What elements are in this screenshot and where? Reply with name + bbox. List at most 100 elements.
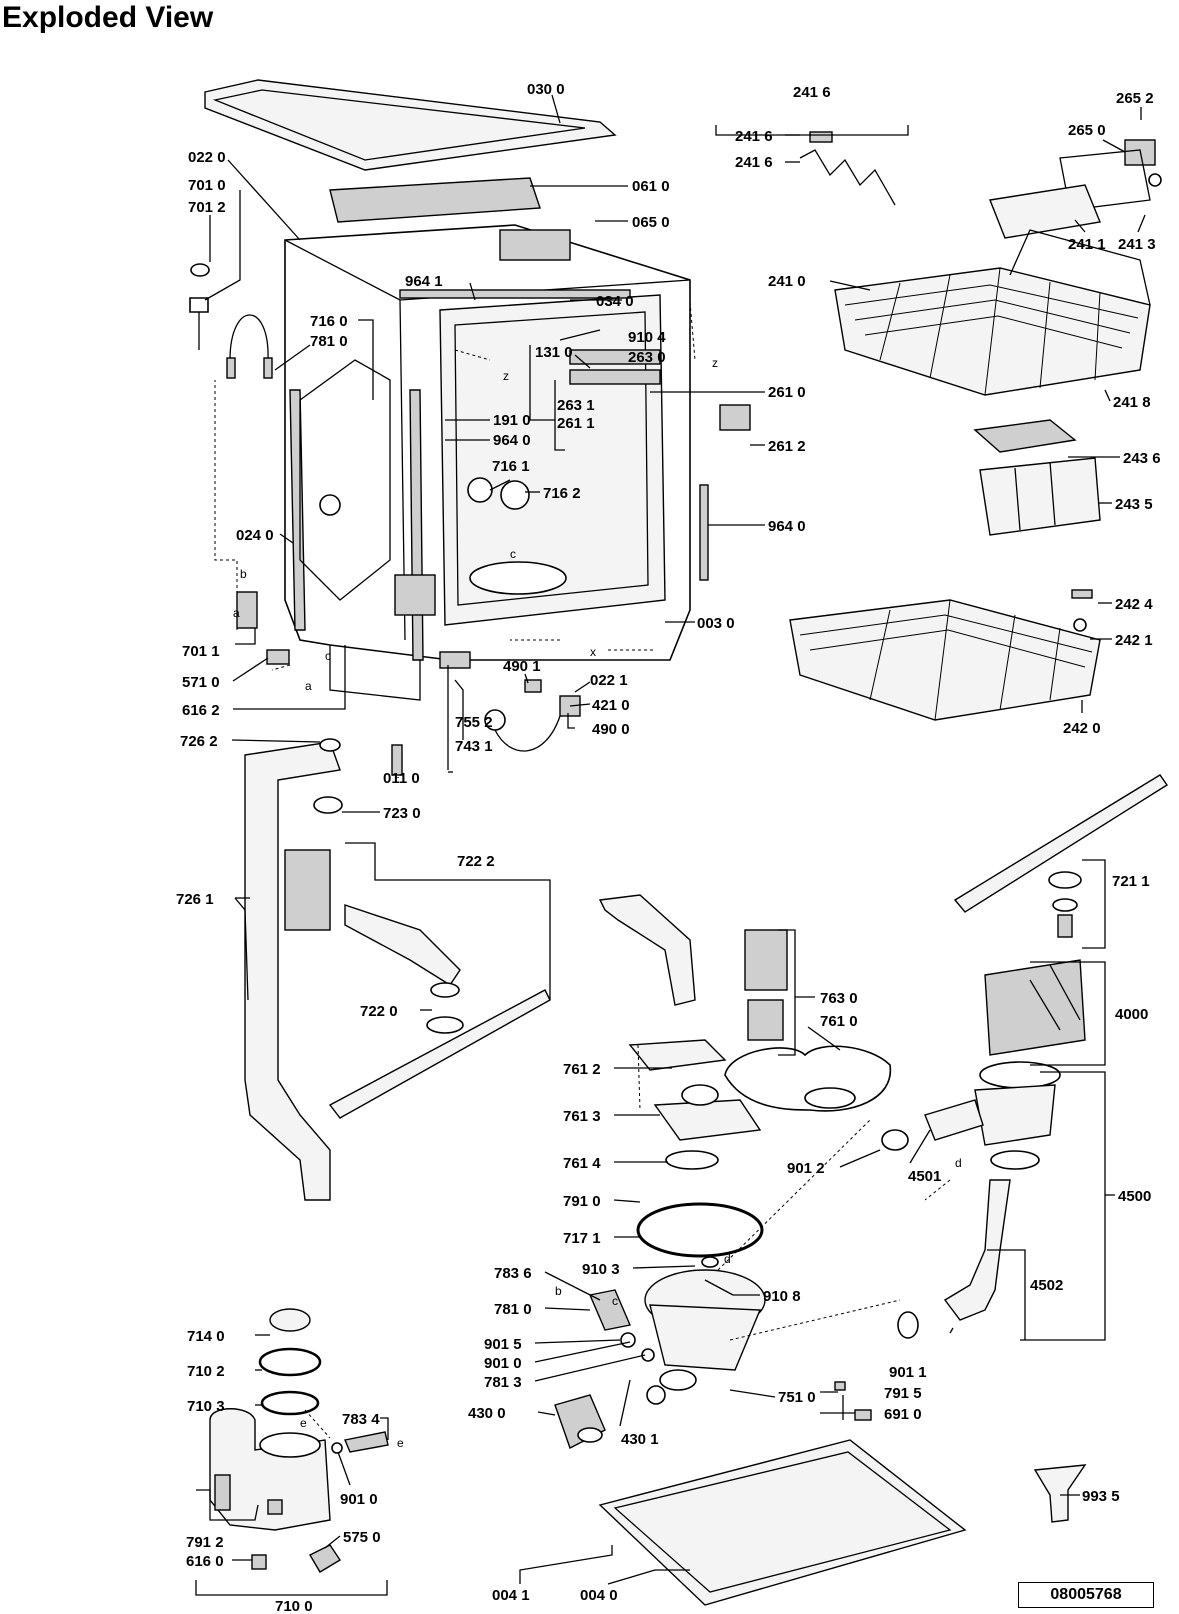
callout-241-8: 241 8 [1113, 394, 1151, 411]
callout-722-0: 722 0 [360, 1003, 398, 1020]
callout-265-2: 265 2 [1116, 90, 1154, 107]
callout-726-1: 726 1 [176, 891, 214, 908]
upper-spray-arm [953, 774, 1168, 938]
letter-c-1: c [510, 547, 516, 561]
callout-901-0-sump: 901 0 [484, 1355, 522, 1372]
callout-714-0: 714 0 [187, 1328, 225, 1345]
callout-421-0: 421 0 [592, 697, 630, 714]
callout-571-0: 571 0 [182, 674, 220, 691]
callout-004-1: 004 1 [492, 1587, 530, 1604]
callout-723-0: 723 0 [383, 805, 421, 822]
callout-761-4: 761 4 [563, 1155, 601, 1172]
callout-030-0: 030 0 [527, 81, 565, 98]
callout-755-2: 755 2 [455, 714, 493, 731]
document-id-box: 08005768 [1018, 1582, 1154, 1608]
callout-701-0: 701 0 [188, 177, 226, 194]
letter-z-2: z [712, 356, 718, 370]
callout-490-1: 490 1 [503, 658, 541, 675]
callout-242-4: 242 4 [1115, 596, 1153, 613]
callout-131-0: 131 0 [535, 344, 573, 361]
callout-4000: 4000 [1115, 1006, 1148, 1023]
callout-901-5: 901 5 [484, 1336, 522, 1353]
callout-763-0: 763 0 [820, 990, 858, 1007]
callout-791-2: 791 2 [186, 1534, 224, 1551]
worktop-part [204, 79, 617, 171]
callout-701-2: 701 2 [188, 199, 226, 216]
callout-263-1: 263 1 [557, 397, 595, 414]
top-insulation-part [329, 177, 541, 223]
water-softener [209, 1308, 389, 1573]
callout-743-1: 743 1 [455, 738, 493, 755]
callout-labels: 030 0 022 0 701 0 701 2 061 0 065 0 964 … [176, 81, 1161, 1614]
callout-791-0: 791 0 [563, 1193, 601, 1210]
callout-710-3: 710 3 [187, 1398, 225, 1415]
cutlery-rail-parts [799, 131, 1162, 239]
callout-901-2: 901 2 [787, 1160, 825, 1177]
letter-d-2: d [724, 1252, 731, 1266]
callout-003-0: 003 0 [697, 615, 735, 632]
callout-781-0: 781 0 [310, 333, 348, 350]
callout-430-1: 430 1 [621, 1431, 659, 1448]
callout-761-0: 761 0 [820, 1013, 858, 1030]
callout-791-5: 791 5 [884, 1385, 922, 1402]
callout-751-0: 751 0 [778, 1389, 816, 1406]
door-hinges [834, 1381, 872, 1421]
leader-lines [195, 94, 1146, 1596]
callout-430-0: 430 0 [468, 1405, 506, 1422]
callout-710-0: 710 0 [275, 1598, 313, 1614]
letter-e-2: e [397, 1436, 404, 1450]
callout-993-5: 993 5 [1082, 1488, 1120, 1505]
callout-242-0: 242 0 [1063, 720, 1101, 737]
callout-716-0: 716 0 [310, 313, 348, 330]
drain-funnel [1033, 1464, 1087, 1523]
upper-basket [834, 229, 1151, 396]
callout-783-4: 783 4 [342, 1411, 380, 1428]
callout-263-0: 263 0 [628, 349, 666, 366]
callout-761-2: 761 2 [563, 1061, 601, 1078]
callout-783-6: 783 6 [494, 1265, 532, 1282]
callout-722-2: 722 2 [457, 853, 495, 870]
letter-c-2: c [325, 649, 331, 663]
page-title: Exploded View [2, 1, 214, 34]
callout-781-3: 781 3 [484, 1374, 522, 1391]
lower-basket [789, 589, 1101, 721]
callout-616-2: 616 2 [182, 702, 220, 719]
callout-061-0: 061 0 [632, 178, 670, 195]
callout-717-1: 717 1 [563, 1230, 601, 1247]
callout-701-1: 701 1 [182, 643, 220, 660]
callout-616-0: 616 0 [186, 1553, 224, 1570]
callout-710-2: 710 2 [187, 1363, 225, 1380]
letter-d-1: d [955, 1156, 962, 1170]
callout-910-4: 910 4 [628, 329, 666, 346]
callout-242-1: 242 1 [1115, 632, 1153, 649]
cutlery-basket [973, 419, 1101, 536]
callout-716-1: 716 1 [492, 458, 530, 475]
sump-assembly [554, 1269, 766, 1449]
callout-901-0-softener: 901 0 [340, 1491, 378, 1508]
spray-pipe-left [244, 738, 343, 1201]
connection-letters: z z c x b a a c b c d d e e [233, 356, 962, 1450]
letter-a-2: a [305, 679, 312, 693]
callout-964-1: 964 1 [405, 273, 443, 290]
callout-4500: 4500 [1118, 1188, 1151, 1205]
callout-781-0-lower: 781 0 [494, 1301, 532, 1318]
callout-191-0: 191 0 [493, 412, 531, 429]
callout-261-2: 261 2 [768, 438, 806, 455]
callout-024-0: 024 0 [236, 527, 274, 544]
letter-e-1: e [300, 1416, 307, 1430]
callout-721-1: 721 1 [1112, 873, 1150, 890]
callout-901-1: 901 1 [889, 1364, 927, 1381]
callout-261-0: 261 0 [768, 384, 806, 401]
lower-spray-arm [328, 904, 551, 1119]
callout-964-0-side: 964 0 [768, 518, 806, 535]
callout-065-0: 065 0 [632, 214, 670, 231]
callout-034-0: 034 0 [596, 293, 634, 310]
filter-parts [598, 894, 892, 1268]
valve-parts [484, 679, 581, 752]
callout-241-0: 241 0 [768, 273, 806, 290]
callout-964-0-inner: 964 0 [493, 432, 531, 449]
callout-022-0: 022 0 [188, 149, 226, 166]
callout-910-8: 910 8 [763, 1288, 801, 1305]
water-inlet-parts [189, 263, 403, 776]
